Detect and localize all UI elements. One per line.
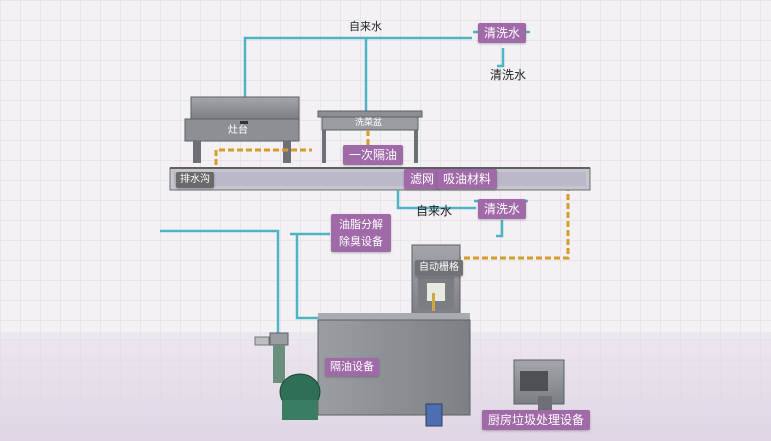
clean-water-tag-top: 清洗水 [478, 23, 527, 43]
tap-water-label-top: 自来水 [349, 20, 382, 33]
tap-water-label-mid: 自来水 [416, 204, 453, 218]
oil-absorbing-material-tag: 吸油材料 [437, 169, 498, 189]
stove [184, 96, 300, 163]
clean-water-tag-mid: 清洗水 [478, 199, 527, 219]
automatic-grille [411, 244, 461, 318]
filter-screen-tag: 滤网 [404, 169, 441, 189]
inlet-pipe [160, 229, 330, 333]
sink [317, 110, 423, 163]
stove-label: 灶台 [228, 125, 248, 136]
pump-assembly [254, 332, 321, 420]
oil-separator-tag: 隔油设备 [325, 358, 379, 376]
drain-ditch-tag: 排水沟 [176, 172, 214, 188]
drain-ditch [169, 167, 591, 191]
auto-grille-tag: 自动栅格 [415, 260, 463, 276]
grease-deodorizer-tag: 油脂分解除臭设备 [331, 214, 391, 252]
kitchen-waste-unit [513, 359, 565, 422]
kitchen-waste-equipment-tag: 厨房垃圾处理设备 [482, 410, 591, 430]
sink-label: 洗菜盆 [355, 118, 383, 128]
clean-water-label: 清洗水 [490, 68, 527, 82]
primary-oil-separation-tag: 一次隔油 [343, 145, 404, 165]
